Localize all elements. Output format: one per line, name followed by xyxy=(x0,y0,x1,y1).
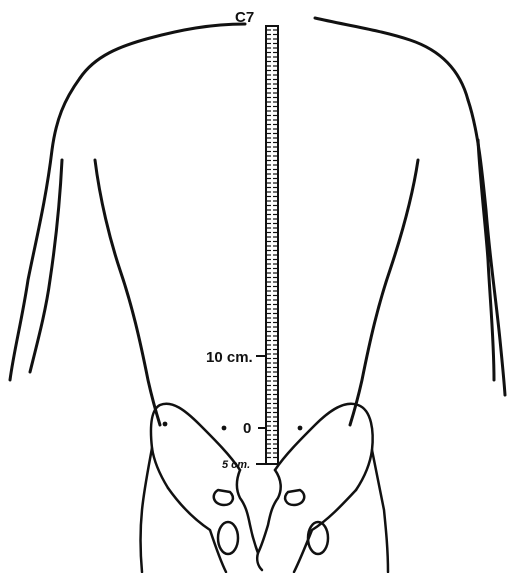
right-outer-hip xyxy=(372,450,388,572)
measuring-tape xyxy=(266,26,278,464)
torso-outline xyxy=(10,18,505,425)
tape-body xyxy=(266,26,278,464)
left-obturator-foramen xyxy=(218,522,238,554)
coccyx xyxy=(257,553,262,570)
right-torso-side xyxy=(350,160,418,425)
left-psis-dot xyxy=(222,426,227,431)
left-iliac-crest xyxy=(151,404,240,488)
right-iliac-crest xyxy=(275,404,373,490)
left-arm-outer xyxy=(10,78,80,380)
zero-label: 0 xyxy=(243,420,251,437)
left-lower-pelvis xyxy=(168,488,226,572)
left-shoulder-line xyxy=(80,24,245,78)
sacral-foramen-right xyxy=(285,490,304,505)
landmark-dots xyxy=(163,422,303,431)
right-shoulder-line xyxy=(315,18,468,100)
c7-label: C7 xyxy=(235,9,254,26)
left-dimple-dot xyxy=(163,422,168,427)
five-cm-label: 5 cm. xyxy=(222,459,250,471)
left-outer-hip xyxy=(141,448,153,572)
sacrum xyxy=(237,470,281,553)
ten-cm-label: 10 cm. xyxy=(206,349,253,366)
label-pointers xyxy=(256,356,266,464)
sacral-foramen-left xyxy=(214,490,233,505)
left-torso-side xyxy=(95,160,160,425)
right-psis-dot xyxy=(298,426,303,431)
